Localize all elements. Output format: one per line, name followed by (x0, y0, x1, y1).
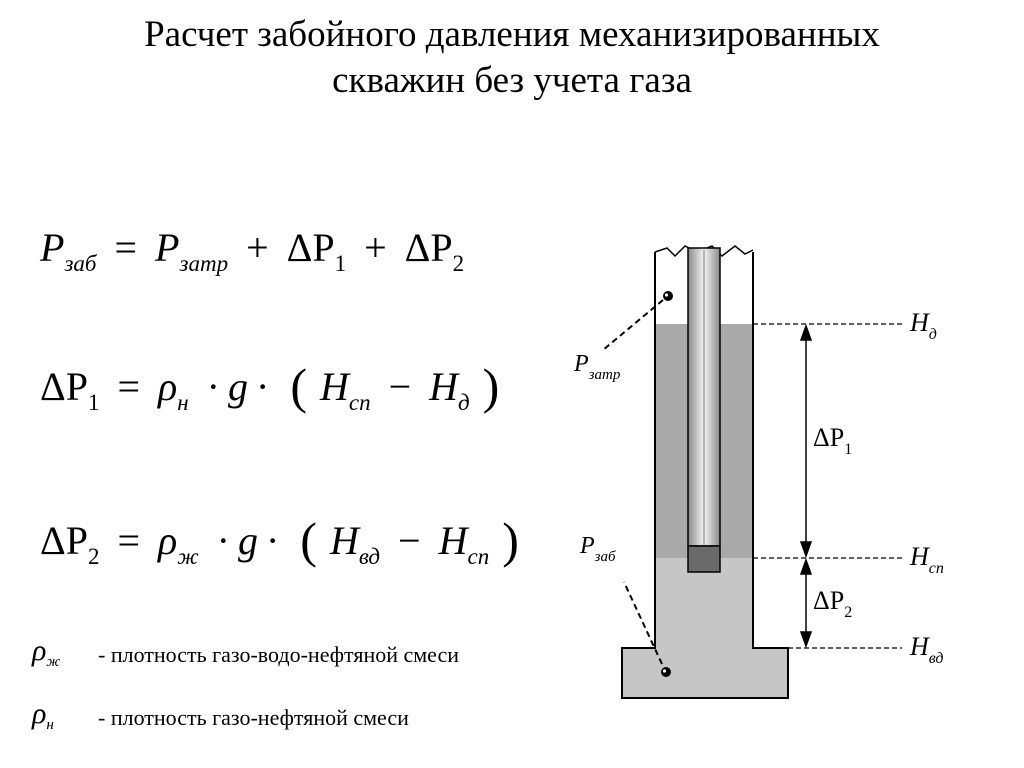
rho-glyph: ρ (32, 697, 47, 730)
symbol-delta-P: ΔP (286, 225, 335, 270)
subscript-2: 2 (87, 544, 100, 569)
symbol-P: P (155, 225, 180, 270)
dot-operator: · (206, 364, 220, 409)
left-paren: ( (290, 358, 307, 414)
left-paren: ( (300, 512, 317, 568)
subscript-sp: сп (348, 390, 371, 415)
legend-subscript: ж (46, 654, 61, 670)
gauge-icon-bottomhole (661, 667, 671, 677)
subscript-2: 2 (452, 251, 465, 276)
subscript-vd: вд (358, 544, 381, 569)
subscript-zab: заб (64, 251, 97, 276)
formula-bottomhole-pressure: Pзаб = Pзатр + ΔP1 + ΔP2 (40, 224, 464, 275)
right-paren: ) (482, 358, 500, 414)
pump (687, 545, 721, 573)
subscript-1: 1 (87, 390, 100, 415)
minus-sign: − (388, 364, 412, 409)
minus-sign: − (398, 518, 421, 563)
label-dp2: ΔP2 (813, 586, 852, 621)
formula-delta-p1: ΔP1 = ρн ·g· ( Hсп − Hд ) (40, 361, 502, 414)
title-line-1: Расчет забойного давления механизированн… (144, 14, 880, 55)
label-pzatr: Pзатр (573, 351, 621, 383)
subscript-zatr: затр (179, 251, 229, 276)
symbol-H: H (429, 364, 459, 409)
leader-pzab (623, 581, 663, 665)
dot-operator: · (216, 518, 230, 563)
rho-glyph: ρ (32, 634, 47, 667)
equals-sign: = (117, 364, 141, 409)
symbol-delta-P: ΔP (404, 225, 453, 270)
label-hsp: Hсп (909, 542, 944, 577)
symbol-g: g (237, 518, 258, 563)
annulus-lower-fluid (655, 558, 753, 648)
plus-sign: + (364, 225, 387, 270)
legend-subscript: н (46, 717, 54, 733)
symbol-P: P (40, 225, 65, 270)
formula-delta-p2: ΔP2 = ρж ·g· ( Hвд − Hсп ) (40, 515, 522, 568)
symbol-H: H (438, 518, 468, 563)
right-paren: ) (502, 512, 519, 568)
arrow-dp2 (799, 557, 813, 649)
title-line-2: скважин без учета газа (332, 60, 692, 101)
subscript-d: д (458, 390, 470, 415)
legend-rho-zh: ρж - плотность газо-водо-нефтяной смеси (32, 634, 459, 671)
label-hvd: Hвд (909, 632, 944, 667)
subscript-n: н (177, 390, 189, 415)
arrow-dp1 (799, 323, 813, 559)
symbol-delta-P: ΔP (40, 364, 88, 409)
dot-operator: · (255, 364, 270, 409)
casing-outline (621, 252, 789, 699)
label-pzab: Pзаб (579, 533, 616, 565)
dot-operator: · (265, 518, 280, 563)
legend-symbol: ρж (32, 634, 61, 670)
symbol-delta-P: ΔP (40, 518, 88, 563)
symbol-rho: ρ (158, 364, 178, 409)
symbol-rho: ρ (158, 518, 178, 563)
subscript-1: 1 (334, 251, 347, 276)
subscript-sp: сп (467, 544, 490, 569)
label-dp1: ΔP1 (813, 423, 852, 458)
leader-pzatr (602, 299, 664, 351)
legend-text: - плотность газо-водо-нефтяной смеси (98, 642, 460, 667)
equals-sign: = (114, 225, 138, 270)
slide-title: Расчет забойного давления механизированн… (0, 12, 1024, 104)
gauge-icon-annulus (663, 291, 673, 301)
plus-sign: + (246, 225, 269, 270)
legend-symbol: ρн (32, 697, 54, 733)
reservoir-fluid (622, 648, 788, 698)
label-hd: Hд (909, 308, 937, 343)
symbol-H: H (319, 364, 349, 409)
legend-rho-n: ρн - плотность газо-нефтяной смеси (32, 697, 409, 734)
symbol-H: H (329, 518, 359, 563)
symbol-g: g (227, 364, 248, 409)
equals-sign: = (117, 518, 141, 563)
subscript-zh: ж (177, 544, 199, 569)
legend-text: - плотность газо-нефтяной смеси (98, 705, 409, 730)
